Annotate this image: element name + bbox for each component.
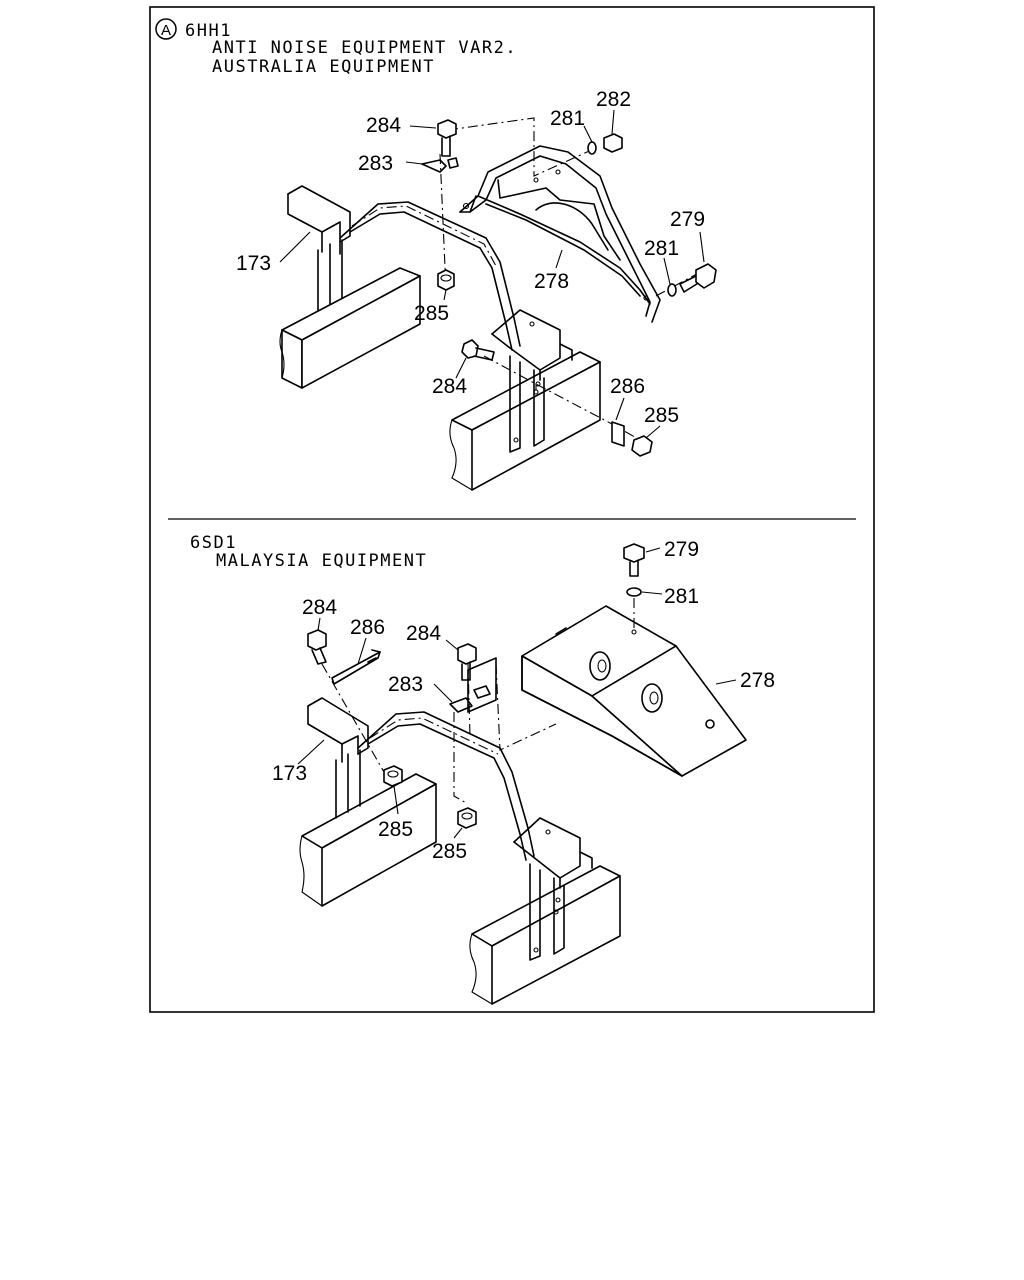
callout-285-left: 285 bbox=[378, 818, 413, 841]
section-1-model: 6HH1 bbox=[185, 21, 232, 41]
callout-173: 173 bbox=[236, 252, 271, 275]
callout-283: 283 bbox=[358, 152, 393, 175]
bracket-plate bbox=[449, 657, 497, 805]
callout-284-lower: 284 bbox=[432, 375, 467, 398]
callout-286: 286 bbox=[610, 375, 645, 398]
section-2-drawing: 279 281 284 286 284 283 278 173 285 285 bbox=[272, 538, 775, 1005]
callout-173: 173 bbox=[272, 762, 307, 785]
callout-281: 281 bbox=[664, 585, 699, 608]
section-1-line-1: ANTI NOISE EQUIPMENT VAR2. bbox=[212, 38, 517, 58]
callout-281-right: 281 bbox=[644, 237, 679, 260]
box-cover bbox=[495, 605, 747, 777]
callout-278: 278 bbox=[740, 669, 775, 692]
callout-285-lower: 285 bbox=[644, 404, 679, 427]
callout-281-top: 281 bbox=[550, 107, 585, 130]
section-1-line-2: AUSTRALIA EQUIPMENT bbox=[212, 57, 435, 77]
callout-285-right: 285 bbox=[432, 840, 467, 863]
leaders-1 bbox=[279, 109, 705, 439]
section-2-header: 6SD1 MALAYSIA EQUIPMENT bbox=[190, 533, 427, 571]
callout-279: 279 bbox=[670, 208, 705, 231]
section-1-drawing: 284 283 281 282 173 278 279 281 285 284 … bbox=[236, 88, 717, 491]
callout-285-left: 285 bbox=[414, 302, 449, 325]
hoop-bracket bbox=[287, 185, 573, 453]
frame-rail bbox=[279, 267, 601, 491]
section-marker-circle bbox=[155, 18, 177, 40]
callout-284-left: 284 bbox=[302, 596, 337, 619]
fasteners-2 bbox=[307, 543, 645, 829]
callout-283: 283 bbox=[388, 673, 423, 696]
callout-282: 282 bbox=[596, 88, 631, 111]
leaders-2 bbox=[297, 547, 737, 839]
callout-284-middle: 284 bbox=[406, 622, 441, 645]
callout-279: 279 bbox=[664, 538, 699, 561]
section-2-line-1: MALAYSIA EQUIPMENT bbox=[216, 551, 427, 571]
callout-278: 278 bbox=[534, 270, 569, 293]
frame-rail-2 bbox=[299, 773, 621, 1005]
section-1-header: A 6HH1 ANTI NOISE EQUIPMENT VAR2. AUSTRA… bbox=[155, 18, 517, 77]
section-marker: A bbox=[161, 22, 171, 39]
callout-284-top: 284 bbox=[366, 114, 401, 137]
diagram-frame bbox=[149, 6, 875, 1013]
fasteners-1 bbox=[421, 119, 717, 457]
hoop-bracket-2 bbox=[307, 697, 593, 961]
section-2-model: 6SD1 bbox=[190, 533, 237, 553]
callout-286: 286 bbox=[350, 616, 385, 639]
